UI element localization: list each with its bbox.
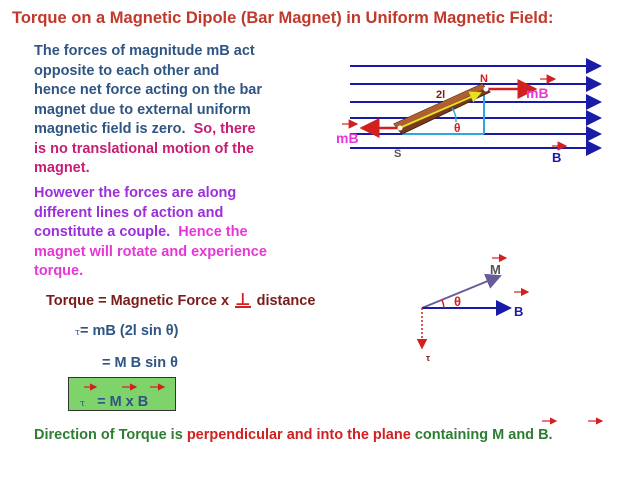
- bar-magnet-diagram: N S 2l mB mB θ B: [336, 58, 602, 165]
- para1-line5: magnetic field is zero. So, there: [34, 120, 262, 140]
- para1-line5a: magnetic field is zero.: [34, 121, 186, 137]
- equation-line-1: τ= mB (2l sin θ): [75, 323, 178, 339]
- angle-arc: [451, 107, 457, 123]
- south-pole-dot: [397, 125, 403, 131]
- torque-direction-note: Direction of Torque is perpendicular and…: [34, 427, 553, 443]
- label-theta: θ: [454, 121, 461, 135]
- label-theta-2: θ: [454, 294, 461, 309]
- para2-highlight-c: torque.: [34, 263, 84, 279]
- label-2l: 2l: [436, 89, 445, 101]
- footer-text-b: containing M and B.: [414, 427, 553, 443]
- para2-line2: different lines of action and: [34, 204, 224, 221]
- torque-definition: Torque = Magnetic Force x ⊥ distance: [46, 290, 316, 309]
- footer-vector-arrows: [542, 417, 604, 425]
- para2-line1: However the forces are along: [34, 185, 237, 201]
- paragraph-net-force: The forces of magnitude mB act opposite …: [34, 42, 262, 179]
- tau-symbol-3: τ: [80, 399, 85, 409]
- para1-line2: opposite to each other and: [34, 62, 220, 79]
- para2-highlight-b: magnet will rotate and experience: [34, 243, 267, 260]
- tau-symbol-1: τ: [75, 328, 80, 338]
- para1-highlight-c: magnet.: [34, 160, 90, 176]
- equation-line-2: = M B sin θ: [102, 355, 178, 371]
- para1-highlight-a: So, there: [193, 121, 256, 137]
- torque-def-text-b: distance: [256, 293, 316, 309]
- footer-highlight: perpendicular and into the plane: [186, 427, 411, 443]
- moment-vector-M: [421, 273, 502, 309]
- field-lines: [350, 58, 602, 156]
- para1-line4: magnet due to external uniform: [34, 101, 251, 118]
- slide-title: Torque on a Magnetic Dipole (Bar Magnet)…: [12, 9, 554, 27]
- equation-line-3: τ = M x B: [80, 394, 148, 410]
- label-M: M: [490, 262, 501, 277]
- label-south: S: [394, 148, 401, 160]
- para2-highlight-a: Hence the: [178, 224, 248, 240]
- para1-highlight-b: is no translational motion of the: [34, 140, 254, 157]
- result-box: [68, 377, 176, 411]
- angle-arc-2: [441, 299, 445, 309]
- vector-diagram: M B θ τ: [416, 253, 530, 363]
- para1-line1: The forces of magnitude mB act: [34, 43, 255, 59]
- equation-3-text: = M x B: [97, 394, 149, 410]
- label-mB-right: mB: [526, 85, 549, 101]
- footer-text-a: Direction of Torque is: [34, 427, 183, 443]
- para2-line3: constitute a couple. Hence the: [34, 223, 267, 243]
- para1-line3: hence net force acting on the bar: [34, 82, 263, 98]
- label-mB-left: mB: [336, 130, 359, 146]
- equation-1-text: = mB (2l sin θ): [79, 323, 179, 339]
- label-tau: τ: [426, 353, 430, 363]
- paragraph-couple: However the forces are along different l…: [34, 184, 267, 282]
- para2-line3a: constitute a couple.: [34, 224, 171, 240]
- perpendicular-symbol: ⊥: [235, 290, 251, 309]
- label-B-2: B: [514, 304, 523, 319]
- torque-def-text-a: Torque = Magnetic Force x: [46, 293, 230, 309]
- label-north: N: [480, 73, 488, 85]
- label-B: B: [552, 150, 561, 165]
- equation-3-vector-arrows: [84, 383, 166, 391]
- magnetic-moment-arrow: [401, 91, 482, 128]
- north-pole-dot: [483, 86, 489, 92]
